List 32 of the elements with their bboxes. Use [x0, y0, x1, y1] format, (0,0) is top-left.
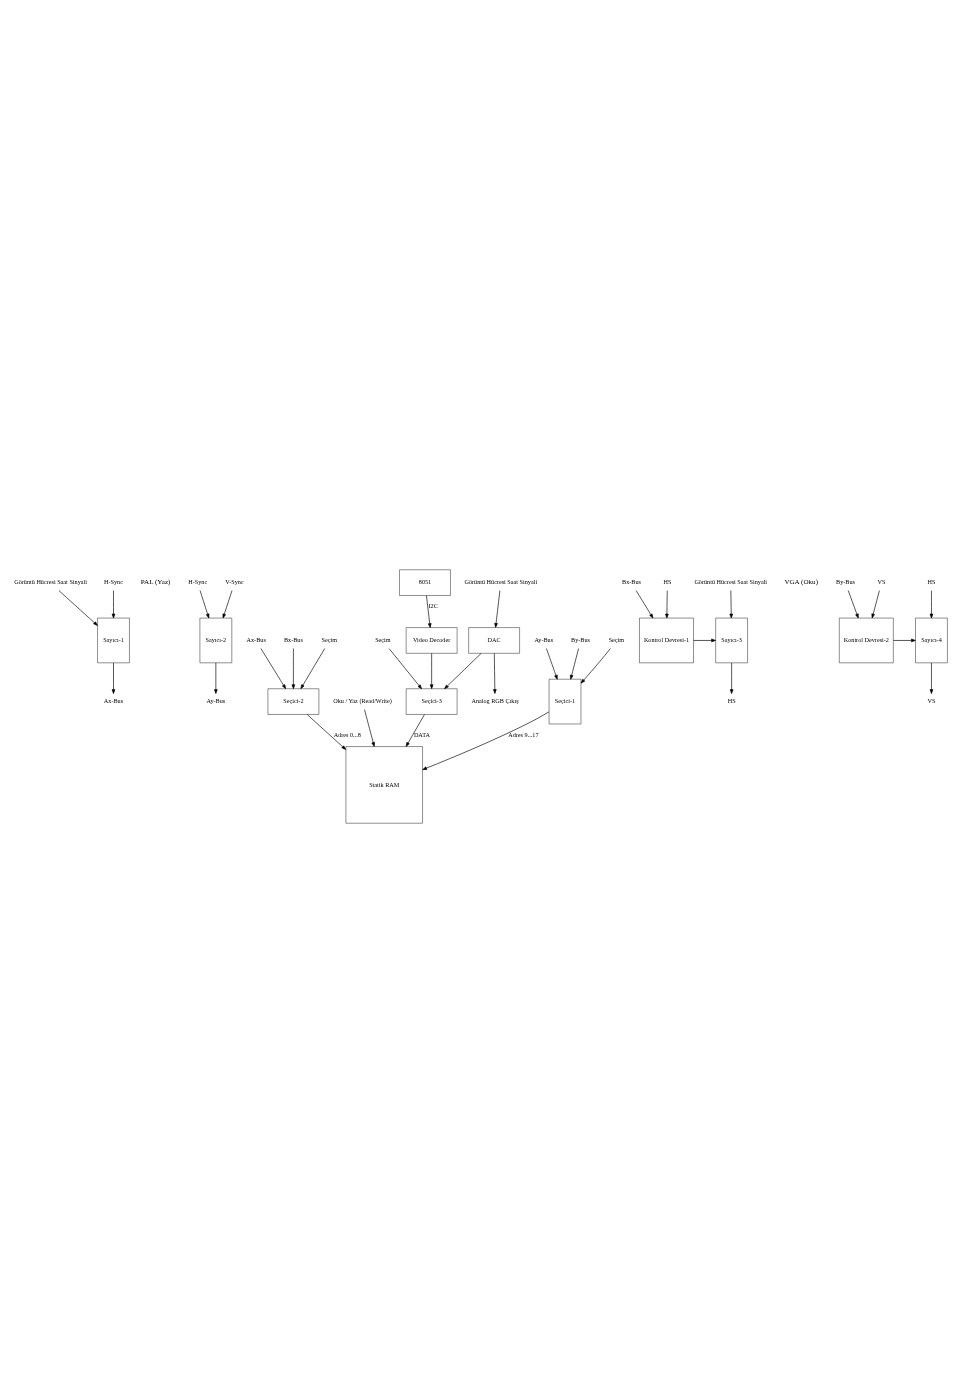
arrow	[306, 714, 347, 750]
arrow	[111, 590, 116, 619]
arrow	[546, 648, 558, 680]
arrow	[405, 714, 425, 747]
arrow	[871, 590, 880, 619]
arrow	[929, 590, 934, 619]
arrow	[444, 653, 482, 689]
arrow	[300, 648, 326, 689]
arrow	[929, 662, 934, 694]
arrow	[260, 648, 286, 689]
arrow	[422, 711, 550, 770]
arrow	[493, 653, 497, 694]
arrow	[729, 662, 734, 694]
arrow	[580, 648, 611, 684]
arrow	[635, 590, 654, 619]
arrow	[222, 590, 233, 619]
arrow	[426, 595, 432, 628]
arrow	[847, 590, 859, 619]
arrow	[364, 709, 375, 747]
arrow	[214, 662, 218, 694]
arrow	[729, 590, 733, 619]
arrow	[291, 648, 296, 689]
arrow	[111, 662, 116, 694]
arrow	[893, 638, 916, 643]
arrow	[388, 648, 422, 690]
arrow	[494, 590, 501, 628]
arrow	[665, 590, 669, 619]
arrow	[569, 648, 579, 680]
arrow	[58, 590, 98, 626]
arrow	[199, 590, 210, 619]
arrow	[429, 653, 434, 689]
arrow	[693, 638, 716, 643]
